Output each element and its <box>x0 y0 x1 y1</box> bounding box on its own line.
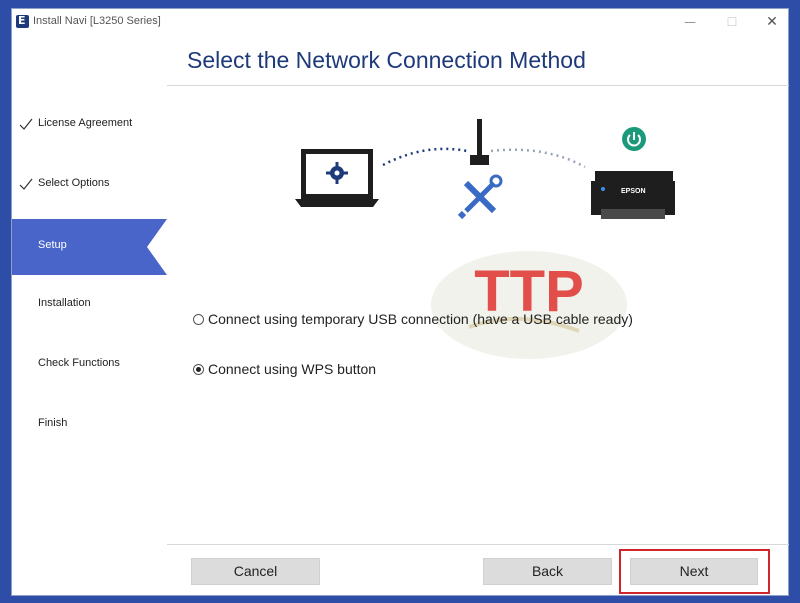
installer-window: E Install Navi [L3250 Series] — ☐ ✕ Lice… <box>11 8 789 596</box>
close-button[interactable]: ✕ <box>766 14 778 30</box>
radio-wps[interactable] <box>193 363 204 375</box>
option-usb-connection[interactable]: Connect using temporary USB connection (… <box>193 309 633 329</box>
printer-icon: EPSON <box>591 171 675 219</box>
sidebar-step-label: Check Functions <box>38 357 120 369</box>
tools-icon <box>457 174 503 220</box>
epson-app-icon: E <box>16 14 29 28</box>
window-title: Install Navi [L3250 Series] <box>33 15 161 27</box>
dotted-link-right <box>490 148 586 169</box>
sidebar-step-label: License Agreement <box>38 117 133 129</box>
option-wps-button[interactable]: Connect using WPS button <box>193 359 376 379</box>
heading-divider <box>167 85 789 86</box>
maximize-button[interactable]: ☐ <box>726 15 738 29</box>
sidebar-step-license-agreement: License Agreement <box>12 97 167 153</box>
next-button-highlight <box>619 549 770 594</box>
laptop-icon <box>295 149 379 207</box>
sidebar-step-setup: Setup <box>12 219 167 275</box>
app-icon-letter: E <box>18 14 26 27</box>
router-icon <box>470 119 489 165</box>
footer-divider <box>167 544 789 545</box>
option-label: Connect using temporary USB connection (… <box>208 311 633 327</box>
sidebar-step-finish: Finish <box>12 397 167 453</box>
active-step-notch <box>147 219 167 275</box>
sidebar-step-label: Setup <box>38 239 67 251</box>
sidebar-step-label: Select Options <box>38 177 110 189</box>
dotted-link-left <box>382 147 468 167</box>
radio-usb[interactable] <box>193 313 204 325</box>
title-bar: E Install Navi [L3250 Series] — ☐ ✕ <box>12 9 788 35</box>
steps-sidebar: License Agreement Select Options Setup I… <box>12 35 167 595</box>
next-button[interactable]: Next <box>630 558 758 585</box>
sidebar-step-check-functions: Check Functions <box>12 337 167 393</box>
back-button[interactable]: Back <box>483 558 612 585</box>
watermark-logo: TTP <box>431 251 627 359</box>
power-icon <box>622 127 646 151</box>
checkmark-icon <box>19 178 33 190</box>
sidebar-step-label: Installation <box>38 297 91 309</box>
sidebar-step-label: Finish <box>38 417 68 429</box>
checkmark-icon <box>19 118 33 130</box>
watermark-text: TTP <box>474 259 584 324</box>
sidebar-step-installation: Installation <box>12 277 167 333</box>
main-content: Select the Network Connection Method <box>167 35 789 595</box>
page-title: Select the Network Connection Method <box>187 47 586 73</box>
printer-brand-label: EPSON <box>621 188 646 195</box>
minimize-button[interactable]: — <box>684 15 696 29</box>
option-label: Connect using WPS button <box>208 361 377 377</box>
cancel-button[interactable]: Cancel <box>191 558 320 585</box>
network-illustration: EPSON <box>295 119 675 220</box>
sidebar-step-select-options: Select Options <box>12 157 167 213</box>
